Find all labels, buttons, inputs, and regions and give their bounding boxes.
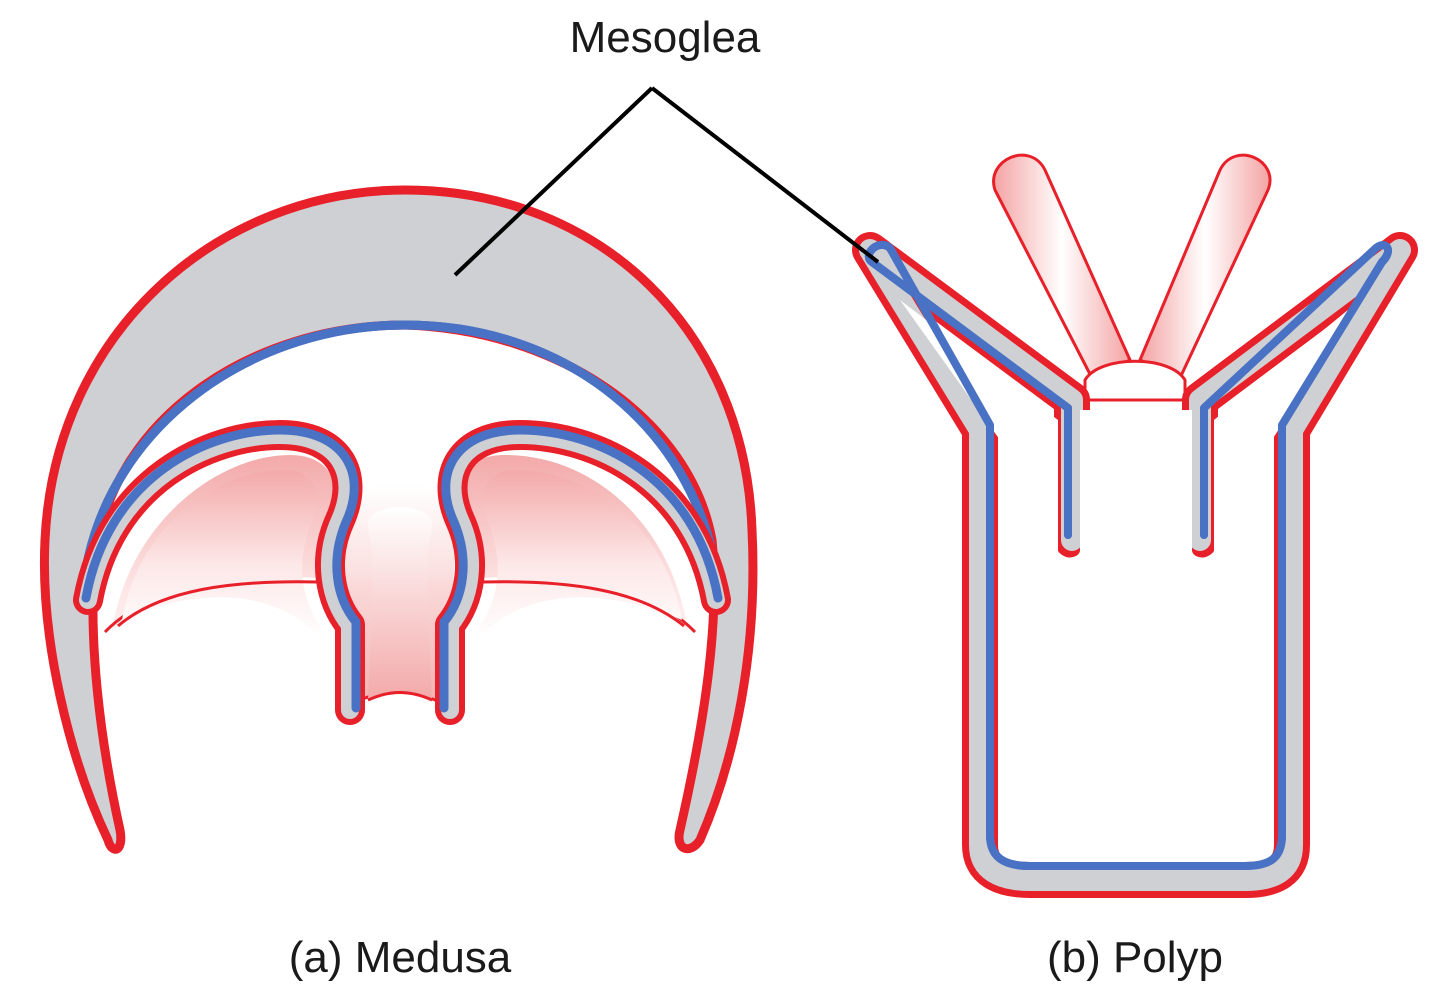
mesoglea-label: Mesoglea (570, 13, 761, 62)
polyp-tentacle-right (1138, 153, 1272, 380)
polyp-figure (852, 153, 1418, 898)
polyp-tentacle-left (992, 153, 1132, 380)
leader-line-polyp (650, 86, 880, 264)
polyp-mouth (1083, 359, 1187, 402)
polyp-gastrovascular-cavity (900, 300, 1360, 856)
medusa-figure (39, 185, 758, 854)
mesoglea-leader-lines (453, 86, 880, 277)
medusa-caption: (a) Medusa (289, 933, 512, 982)
polyp-caption: (b) Polyp (1047, 933, 1223, 982)
leader-line-medusa (453, 86, 654, 277)
